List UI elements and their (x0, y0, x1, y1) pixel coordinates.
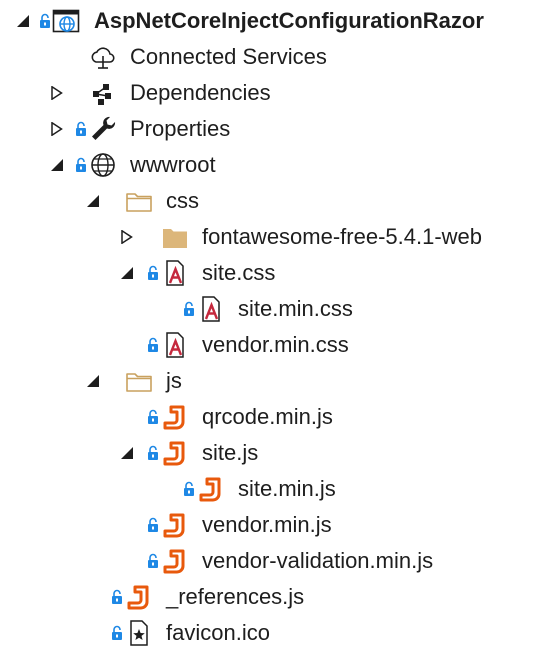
tree-item-properties[interactable]: Properties (0, 111, 546, 147)
tree-item-label: fontawesome-free-5.4.1-web (202, 224, 483, 249)
connected-services-icon (91, 47, 115, 69)
lock-icon (76, 157, 86, 172)
tree-item-site-css[interactable]: site.css (0, 255, 546, 291)
lock-icon (148, 337, 158, 352)
tree-item-label: Connected Services (130, 44, 327, 69)
tree-item-label: site.min.js (238, 476, 336, 501)
js-file-icon (163, 549, 185, 574)
tree-item-label: Dependencies (130, 80, 271, 105)
collapsed-arrow-icon[interactable] (50, 86, 64, 100)
wrench-icon (92, 116, 116, 140)
tree-item-label: vendor-validation.min.js (202, 548, 434, 573)
tree-item-label: qrcode.min.js (202, 404, 333, 429)
tree-item-label: vendor.min.js (202, 512, 332, 537)
lock-icon (112, 625, 122, 640)
js-file-icon (127, 585, 149, 610)
tree-item-label: _references.js (166, 584, 305, 609)
css-file-icon (166, 260, 184, 286)
lock-icon (184, 481, 194, 496)
tree-item-label: css (166, 188, 199, 213)
tree-item-wwwroot[interactable]: wwwroot (0, 147, 546, 183)
lock-icon (40, 13, 50, 28)
folder-icon (163, 229, 187, 248)
tree-item-favicon-ico[interactable]: favicon.ico (0, 615, 546, 651)
tree-item-site-min-css[interactable]: site.min.css (0, 291, 546, 327)
lock-icon (148, 445, 158, 460)
tree-item-dependencies[interactable]: Dependencies (0, 75, 546, 111)
tree-item-css-folder[interactable]: css (0, 183, 546, 219)
tree-item-project[interactable]: AspNetCoreInjectConfigurationRazor (0, 3, 546, 39)
js-file-icon (163, 405, 185, 430)
lock-icon (184, 301, 194, 316)
lock-icon (148, 553, 158, 568)
js-file-icon (163, 513, 185, 538)
tree-item-references-js[interactable]: _references.js (0, 579, 546, 615)
globe-icon (91, 153, 115, 177)
expanded-arrow-icon[interactable] (120, 266, 134, 280)
tree-item-label: js (166, 368, 182, 393)
tree-item-label: AspNetCoreInjectConfigurationRazor (94, 8, 484, 33)
js-file-icon (163, 441, 185, 466)
tree-item-site-min-js[interactable]: site.min.js (0, 471, 546, 507)
tree-item-site-js[interactable]: site.js (0, 435, 546, 471)
css-file-icon (202, 296, 220, 322)
lock-icon (148, 409, 158, 424)
dependencies-icon (93, 84, 111, 105)
collapsed-arrow-icon[interactable] (120, 230, 134, 244)
lock-icon (148, 517, 158, 532)
tree-item-label: site.css (202, 260, 276, 285)
web-project-icon (52, 9, 80, 33)
tree-item-label: site.js (202, 440, 259, 465)
tree-item-vendor-min-js[interactable]: vendor.min.js (0, 507, 546, 543)
lock-icon (148, 265, 158, 280)
expanded-arrow-icon[interactable] (86, 194, 100, 208)
css-file-icon (166, 332, 184, 358)
expanded-arrow-icon[interactable] (16, 14, 30, 28)
tree-item-vendor-validation-min-js[interactable]: vendor-validation.min.js (0, 543, 546, 579)
expanded-arrow-icon[interactable] (50, 158, 64, 172)
tree-item-vendor-min-css[interactable]: vendor.min.css (0, 327, 546, 363)
collapsed-arrow-icon[interactable] (50, 122, 64, 136)
expanded-arrow-icon[interactable] (120, 446, 134, 460)
lock-icon (76, 121, 86, 136)
tree-item-qrcode-min-js[interactable]: qrcode.min.js (0, 399, 546, 435)
js-file-icon (199, 477, 221, 502)
tree-item-js-folder[interactable]: js (0, 363, 546, 399)
expanded-arrow-icon[interactable] (86, 374, 100, 388)
tree-item-label: site.min.css (238, 296, 353, 321)
tree-item-label: vendor.min.css (202, 332, 349, 357)
tree-item-fontawesome-folder[interactable]: fontawesome-free-5.4.1-web (0, 219, 546, 255)
tree-item-label: Properties (130, 116, 231, 141)
favicon-file-icon (130, 620, 148, 646)
tree-item-label: wwwroot (130, 152, 216, 177)
lock-icon (112, 589, 122, 604)
tree-item-label: favicon.ico (166, 620, 270, 645)
folder-icon (126, 373, 152, 392)
tree-item-connected-services[interactable]: Connected Services (0, 39, 546, 75)
folder-icon (126, 193, 152, 212)
